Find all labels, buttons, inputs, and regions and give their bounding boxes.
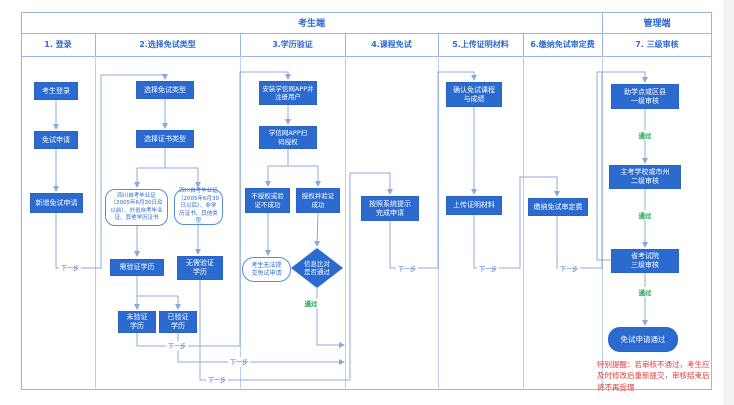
column-title-upload: 5.上传证明材料 — [452, 40, 509, 49]
node-select-cert-type: 选择证书类型 — [136, 130, 194, 148]
edge-label-next-step: 下一步 — [165, 341, 189, 351]
node-exemption-apply: 免试申请 — [34, 131, 78, 149]
node-install-app: 安装学信网APP并注册用户 — [259, 81, 317, 105]
lane-candidate-side: 考生端 — [297, 19, 325, 29]
edge-label-next-step: 下一步 — [395, 264, 419, 274]
col-divider — [523, 33, 524, 56]
lane-divider — [240, 56, 241, 390]
edge-label-next-step: 下一步 — [205, 375, 229, 385]
edge-label-pass: 通过 — [636, 287, 654, 297]
node-need-verify: 需验证学历 — [110, 259, 164, 276]
side-divider — [602, 12, 603, 56]
edge-label-pass: 通过 — [636, 210, 654, 220]
node-new-exemption-apply: 新增免试申请 — [30, 193, 83, 213]
column-title-review: 7. 三级审核 — [635, 40, 679, 49]
header-row-divider — [21, 33, 712, 34]
lane-divider — [95, 56, 96, 390]
terminator-cannot-submit: 考生无法提交免试申请 — [242, 257, 291, 282]
terminator-approved: 免试申请通过 — [608, 327, 678, 352]
node-not-verified: 未验证学历 — [118, 311, 156, 333]
header-body-divider — [21, 56, 712, 57]
col-divider — [95, 33, 96, 56]
edge-label-pass: 通过 — [636, 130, 654, 140]
column-title-course: 4.课程免试 — [371, 40, 412, 49]
node-first-review: 助学点或区县一级审核 — [611, 84, 679, 109]
column-title-verify: 3.学历验证 — [272, 40, 313, 49]
node-second-review: 主考学校或市州二级审核 — [609, 165, 681, 189]
node-auth-success: 授权并验证成功 — [296, 188, 340, 213]
node-scan-auth: 学信网APP扫码授权 — [259, 126, 317, 149]
node-pay-fee: 缴纳免试审定费 — [528, 198, 588, 216]
edge-label-next-step: 下一步 — [227, 357, 251, 367]
lane-divider — [438, 56, 439, 390]
node-auth-fail: 不授权或验证不成功 — [245, 188, 290, 213]
lane-divider — [602, 56, 603, 390]
col-divider — [345, 33, 346, 56]
edge-label-next-step: 下一步 — [476, 264, 500, 274]
lane-divider — [523, 56, 524, 390]
column-title-select-type: 2.选择免试类型 — [139, 40, 196, 49]
node-follow-prompts: 按照系统提示完成申请 — [361, 196, 419, 221]
lane-divider — [345, 56, 346, 390]
decision-info-match-label: 信息比对是否通过 — [304, 259, 330, 276]
col-divider — [438, 33, 439, 56]
node-no-need-verify: 无需验证学历 — [177, 256, 223, 280]
condition-no-verification: 四川自考毕业证（2005年6月30日以后）、非学历证书、其他类型 — [174, 188, 223, 225]
col-divider — [240, 33, 241, 56]
column-title-login: 1. 登录 — [44, 40, 72, 49]
warning-note: 特别提醒：若审核不通过，考生应及时修改后重新提交，审核结束后将不再受理 — [597, 360, 710, 392]
lane-admin-side: 管理端 — [643, 19, 671, 29]
node-select-exemption-type: 选择免试类型 — [136, 81, 194, 99]
node-third-review: 省考试院三级审核 — [611, 249, 679, 273]
edge-label-next-step: 下一步 — [58, 263, 82, 273]
node-confirm-courses: 确认免试课程与成绩 — [446, 82, 502, 107]
column-title-pay: 6.缴纳免试审定费 — [530, 40, 595, 49]
edge-label-pass: 通过 — [302, 298, 320, 308]
condition-need-verification: 四川自考毕业证（2005年6月30日及以前）、外省自考毕业证、其他学历证书 — [105, 189, 168, 226]
node-verified: 已验证学历 — [159, 311, 197, 333]
node-candidate-login: 考生登录 — [34, 82, 78, 100]
right-gutter — [723, 0, 734, 405]
node-upload-materials: 上传证明材料 — [446, 196, 502, 215]
edge-label-next-step: 下一步 — [557, 264, 581, 274]
